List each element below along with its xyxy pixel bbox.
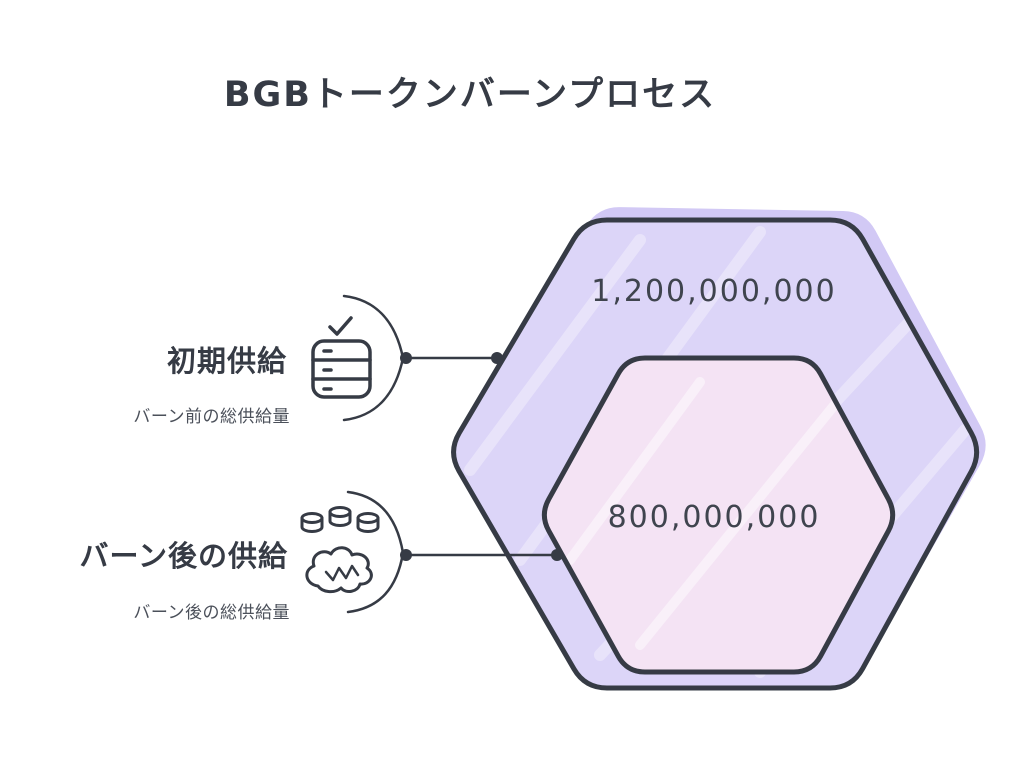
- connector-initial-supply: [342, 294, 503, 422]
- database-check-icon: [311, 316, 372, 399]
- connector-postburn-supply: [346, 490, 563, 614]
- inner-hexagon: [541, 355, 896, 675]
- outer-hexagon-border: [451, 217, 980, 691]
- connector-dot: [491, 352, 503, 364]
- callout-initial-supply-subtitle: バーン前の総供給量: [133, 407, 290, 427]
- callout-initial-supply-title: 初期供給: [166, 344, 287, 378]
- callout-postburn-supply-title: バーン後の供給: [79, 539, 288, 573]
- callout-postburn-supply-subtitle: バーン後の総供給量: [133, 603, 290, 623]
- inner-hexagon-value: 800,000,000: [607, 500, 821, 535]
- inner-hexagon-fill: [544, 358, 893, 672]
- inner-hexagon-border: [541, 355, 896, 675]
- connector-dot: [400, 352, 412, 364]
- connector-dot: [551, 549, 563, 561]
- bracket-postburn-supply: [346, 490, 405, 614]
- page-title: BGBトークンバーンプロセス: [223, 75, 717, 115]
- burn-spark: [324, 564, 360, 582]
- inner-hexagon-texture: [565, 377, 850, 650]
- coins-burn-icon: [300, 506, 380, 594]
- outer-hexagon-value: 1,200,000,000: [591, 274, 837, 309]
- connector-dot: [400, 549, 412, 561]
- bracket-initial-supply: [342, 294, 405, 422]
- burn-cloud: [305, 546, 373, 594]
- check-icon: [328, 316, 353, 336]
